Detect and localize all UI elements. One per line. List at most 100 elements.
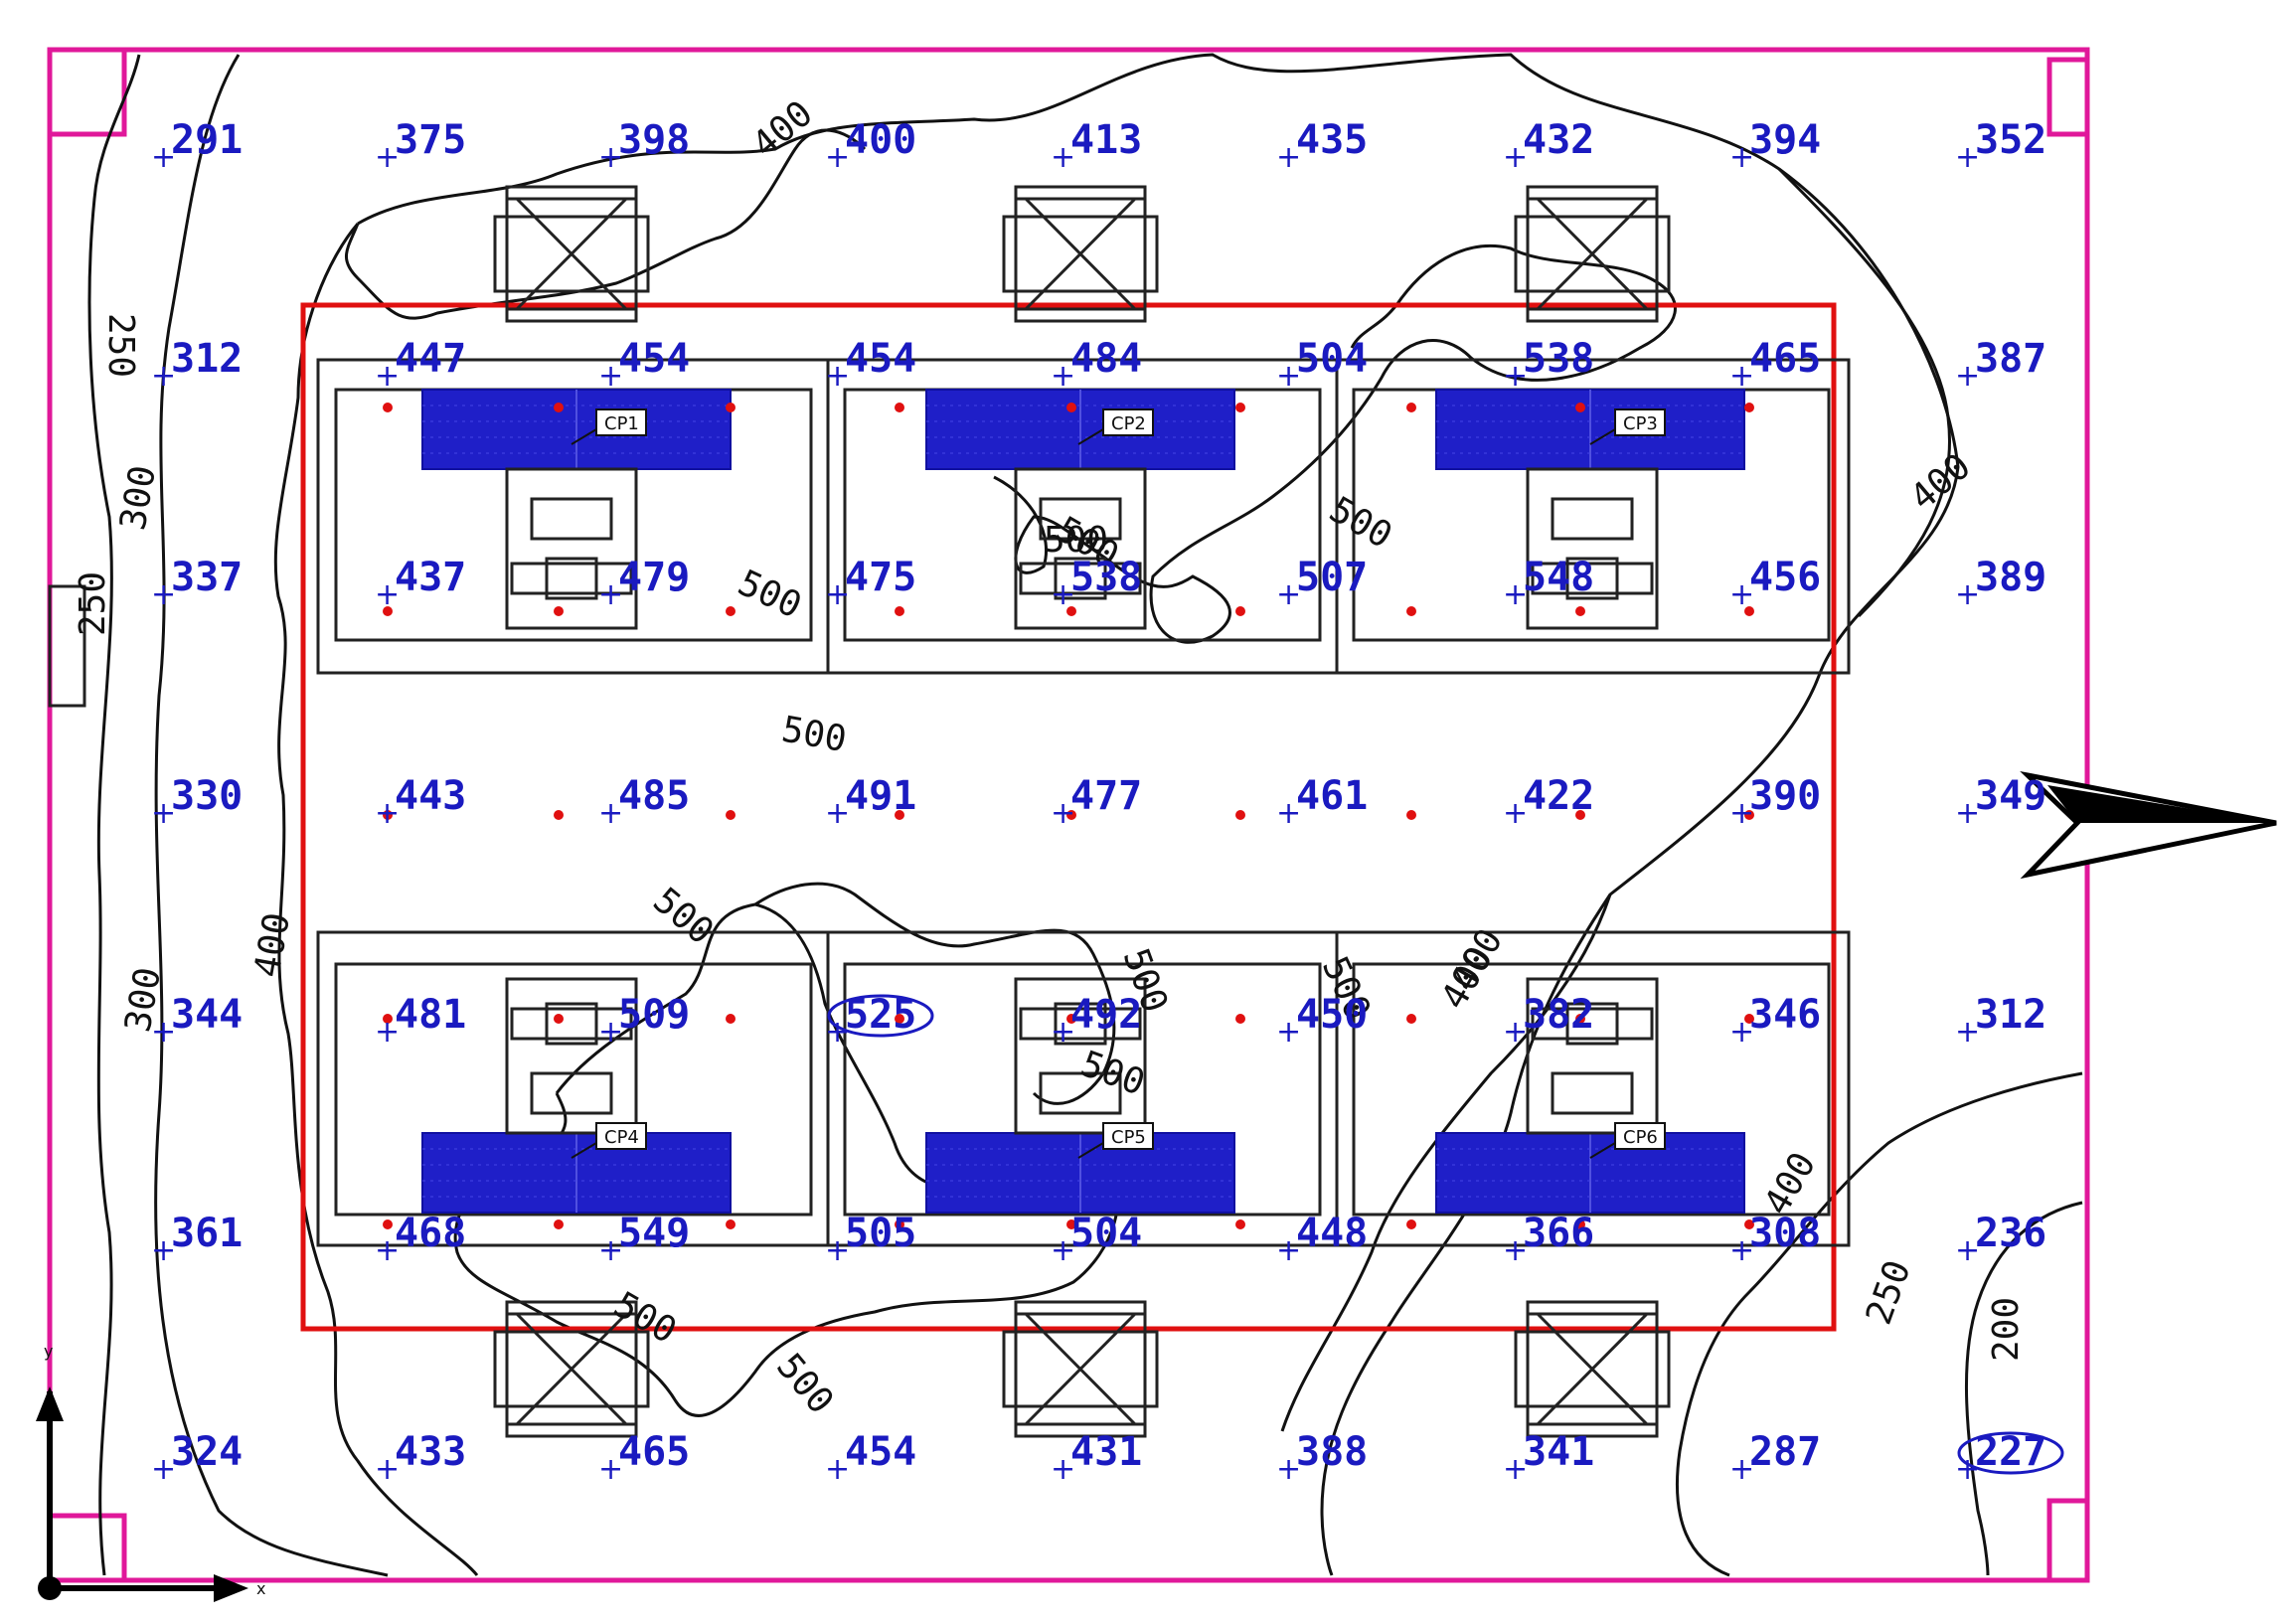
grid-point: +479: [598, 555, 690, 612]
measurement-points: [383, 403, 1754, 1229]
plus-marker: +: [375, 359, 400, 394]
illuminance-value: 375: [395, 117, 466, 163]
contour-200-right: [1964, 1201, 2083, 1576]
illuminance-value: 346: [1749, 992, 1821, 1038]
contour-400-right: [1777, 167, 1951, 618]
measurement-dot: [554, 810, 564, 820]
contour-500-lower: [453, 902, 1119, 1417]
plus-marker: +: [1276, 577, 1301, 612]
plus-marker: +: [1955, 1015, 1980, 1050]
illuminance-value: 484: [1070, 336, 1142, 382]
plus-marker: +: [375, 796, 400, 831]
contour-value: 300: [112, 462, 164, 533]
measurement-dot: [1066, 810, 1076, 820]
grid-point: +507: [1276, 555, 1368, 612]
measurement-dot: [1575, 810, 1585, 820]
grid-point: +349: [1955, 773, 2046, 831]
desk-inner: [1352, 962, 1831, 1217]
grid-point: +312: [1955, 992, 2046, 1050]
plus-marker: +: [598, 1015, 623, 1050]
grid-point: +422: [1503, 773, 1594, 831]
grid-point: +484: [1051, 336, 1142, 394]
illuminance-value: 465: [1749, 336, 1821, 382]
illuminance-value: 509: [618, 992, 690, 1038]
illuminance-value: 432: [1523, 117, 1594, 163]
plus-marker: +: [1729, 577, 1754, 612]
plus-marker: +: [1276, 1452, 1301, 1487]
plus-marker: +: [1955, 1233, 1980, 1268]
contour-250-left: [87, 54, 141, 1576]
grid-point: +346: [1729, 992, 1821, 1050]
grid-point: +287: [1729, 1429, 1821, 1487]
grid-point: +509: [598, 992, 690, 1050]
workstation-label: CP6: [1623, 1127, 1658, 1148]
column-bottom-left: [47, 1513, 127, 1583]
grid-point: +413: [1051, 117, 1142, 175]
illuminance-value: 504: [1070, 1211, 1142, 1256]
grid-point: +454: [598, 336, 690, 394]
illuminance-value: 538: [1523, 336, 1594, 382]
illuminance-value: 454: [845, 1429, 916, 1475]
plus-marker: +: [1729, 796, 1754, 831]
plus-marker: +: [1503, 577, 1528, 612]
illuminance-value: 413: [1070, 117, 1142, 163]
illuminance-grid: +291+375+398+400+413+435+432+394+352+312…: [151, 117, 2064, 1487]
panel: [925, 1132, 1235, 1214]
chair-icon: [1002, 185, 1159, 323]
measurement-dot: [1406, 606, 1416, 616]
contour-value: 500: [768, 1346, 841, 1421]
contour-value: 500: [1323, 489, 1399, 557]
grid-point: +468: [375, 1211, 466, 1268]
chair-icon: [1514, 185, 1671, 323]
measurement-dot: [383, 810, 393, 820]
contour-400-lower-right: [1280, 893, 1612, 1432]
grid-point: +461: [1276, 773, 1368, 831]
grid-point: +344: [151, 992, 243, 1050]
workstation-label: CP3: [1623, 413, 1658, 434]
illuminance-value: 468: [395, 1211, 466, 1256]
illuminance-value: 398: [618, 117, 690, 163]
illuminance-value: 422: [1523, 773, 1594, 819]
illuminance-value: 504: [1296, 336, 1368, 382]
grid-point: +454: [825, 1429, 916, 1487]
x-axis-arrowhead: [214, 1574, 248, 1602]
grid-point: +291: [151, 117, 243, 175]
plus-marker: +: [1276, 1015, 1301, 1050]
task-area: [300, 302, 1837, 1332]
plus-marker: +: [1729, 140, 1754, 175]
grid-point: +505: [825, 1211, 916, 1268]
plus-marker: +: [1729, 359, 1754, 394]
chair-icon: [1514, 1300, 1671, 1438]
contour-value: 250: [73, 571, 113, 636]
illuminance-value: 389: [1975, 555, 2046, 600]
plus-marker: +: [825, 796, 850, 831]
grid-point: +330: [151, 773, 243, 831]
grid-point: +388: [1276, 1429, 1368, 1487]
illuminance-value: 349: [1975, 773, 2046, 819]
illuminance-value: 448: [1296, 1211, 1368, 1256]
plus-marker: +: [1276, 140, 1301, 175]
column-top-left: [47, 47, 127, 137]
plus-marker: +: [1955, 577, 1980, 612]
contour-value: 400: [744, 93, 820, 166]
grid-point: +361: [151, 1211, 243, 1268]
illuminance-value: 341: [1523, 1429, 1594, 1475]
illuminance-value: 308: [1749, 1211, 1821, 1256]
measurement-dot: [554, 606, 564, 616]
grid-point: +491: [825, 773, 916, 831]
grid-point: +481: [375, 992, 466, 1050]
illuminance-value: 479: [618, 555, 690, 600]
illuminance-value: 435: [1296, 117, 1368, 163]
measurement-dot: [1406, 1219, 1416, 1229]
measurement-dot: [554, 1014, 564, 1024]
grid-point: +352: [1955, 117, 2046, 175]
measurement-dot: [1235, 403, 1245, 412]
measurement-dot: [1406, 1014, 1416, 1024]
plus-marker: +: [598, 577, 623, 612]
measurement-dot: [895, 403, 904, 412]
grid-point: +227: [1955, 1429, 2064, 1487]
equipment-stand: [1014, 467, 1147, 630]
illuminance-value: 337: [171, 555, 243, 600]
